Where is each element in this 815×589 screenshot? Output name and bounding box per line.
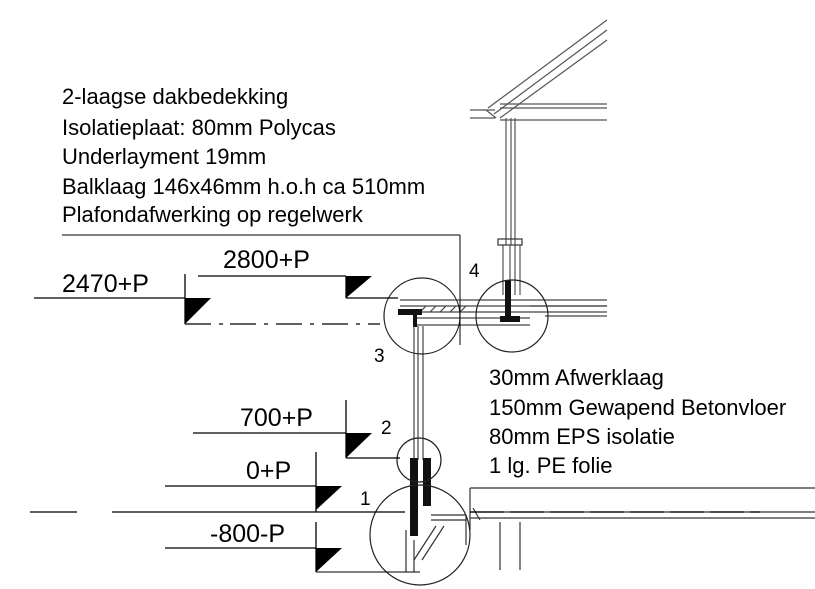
roof-notes: 2-laagse dakbedekking Isolatieplaat: 80m… xyxy=(62,84,425,227)
level-marker-2470 xyxy=(185,298,211,324)
level-markers xyxy=(185,276,372,572)
detail-circles xyxy=(369,277,549,586)
roof-structure xyxy=(470,19,608,295)
detail-number-1: 1 xyxy=(360,489,371,510)
upper-floor-slab xyxy=(400,299,607,326)
roof-note: Isolatieplaat: 80mm Polycas xyxy=(62,115,336,140)
detail-number-3: 3 xyxy=(374,346,385,367)
ground-floor-wall xyxy=(413,326,424,460)
roof-note: 2-laagse dakbedekking xyxy=(62,84,288,109)
roof-note: Balklaag 146x46mm h.o.h ca 510mm xyxy=(62,174,425,199)
detail-circle-4 xyxy=(475,279,549,353)
ground-wall-base xyxy=(410,458,431,536)
level-marker-2800 xyxy=(346,276,372,298)
floor-note: 1 lg. PE folie xyxy=(489,453,613,478)
detail-circle-3 xyxy=(383,277,461,355)
detail-number-2: 2 xyxy=(381,418,392,439)
detail-circle-1 xyxy=(369,484,471,586)
floor-notes: 30mm Afwerklaag 150mm Gewapend Betonvloe… xyxy=(489,365,786,478)
level-label-minus-800: -800-P xyxy=(210,520,285,548)
level-label-0: 0+P xyxy=(246,457,291,485)
level-label-700: 700+P xyxy=(240,404,313,432)
level-marker-700 xyxy=(346,433,372,458)
floor-note: 80mm EPS isolatie xyxy=(489,424,675,449)
upper-floor-edge xyxy=(398,280,520,327)
roof-note: Underlayment 19mm xyxy=(62,144,266,169)
level-labels: 2800+P 2470+P 700+P 0+P -800-P xyxy=(62,246,313,548)
floor-note: 150mm Gewapend Betonvloer xyxy=(489,395,786,420)
level-lines xyxy=(30,234,760,573)
detail-number-4: 4 xyxy=(469,261,480,282)
detail-numbers: 1 2 3 4 xyxy=(360,261,480,510)
level-marker-800 xyxy=(316,548,342,572)
level-label-2470: 2470+P xyxy=(62,270,149,298)
roof-note: Plafondafwerking op regelwerk xyxy=(62,202,364,227)
level-label-2800: 2800+P xyxy=(223,246,310,274)
foundation xyxy=(405,487,815,572)
floor-note: 30mm Afwerklaag xyxy=(489,365,664,390)
level-marker-0 xyxy=(316,486,342,510)
detail-circle-2 xyxy=(396,437,442,483)
